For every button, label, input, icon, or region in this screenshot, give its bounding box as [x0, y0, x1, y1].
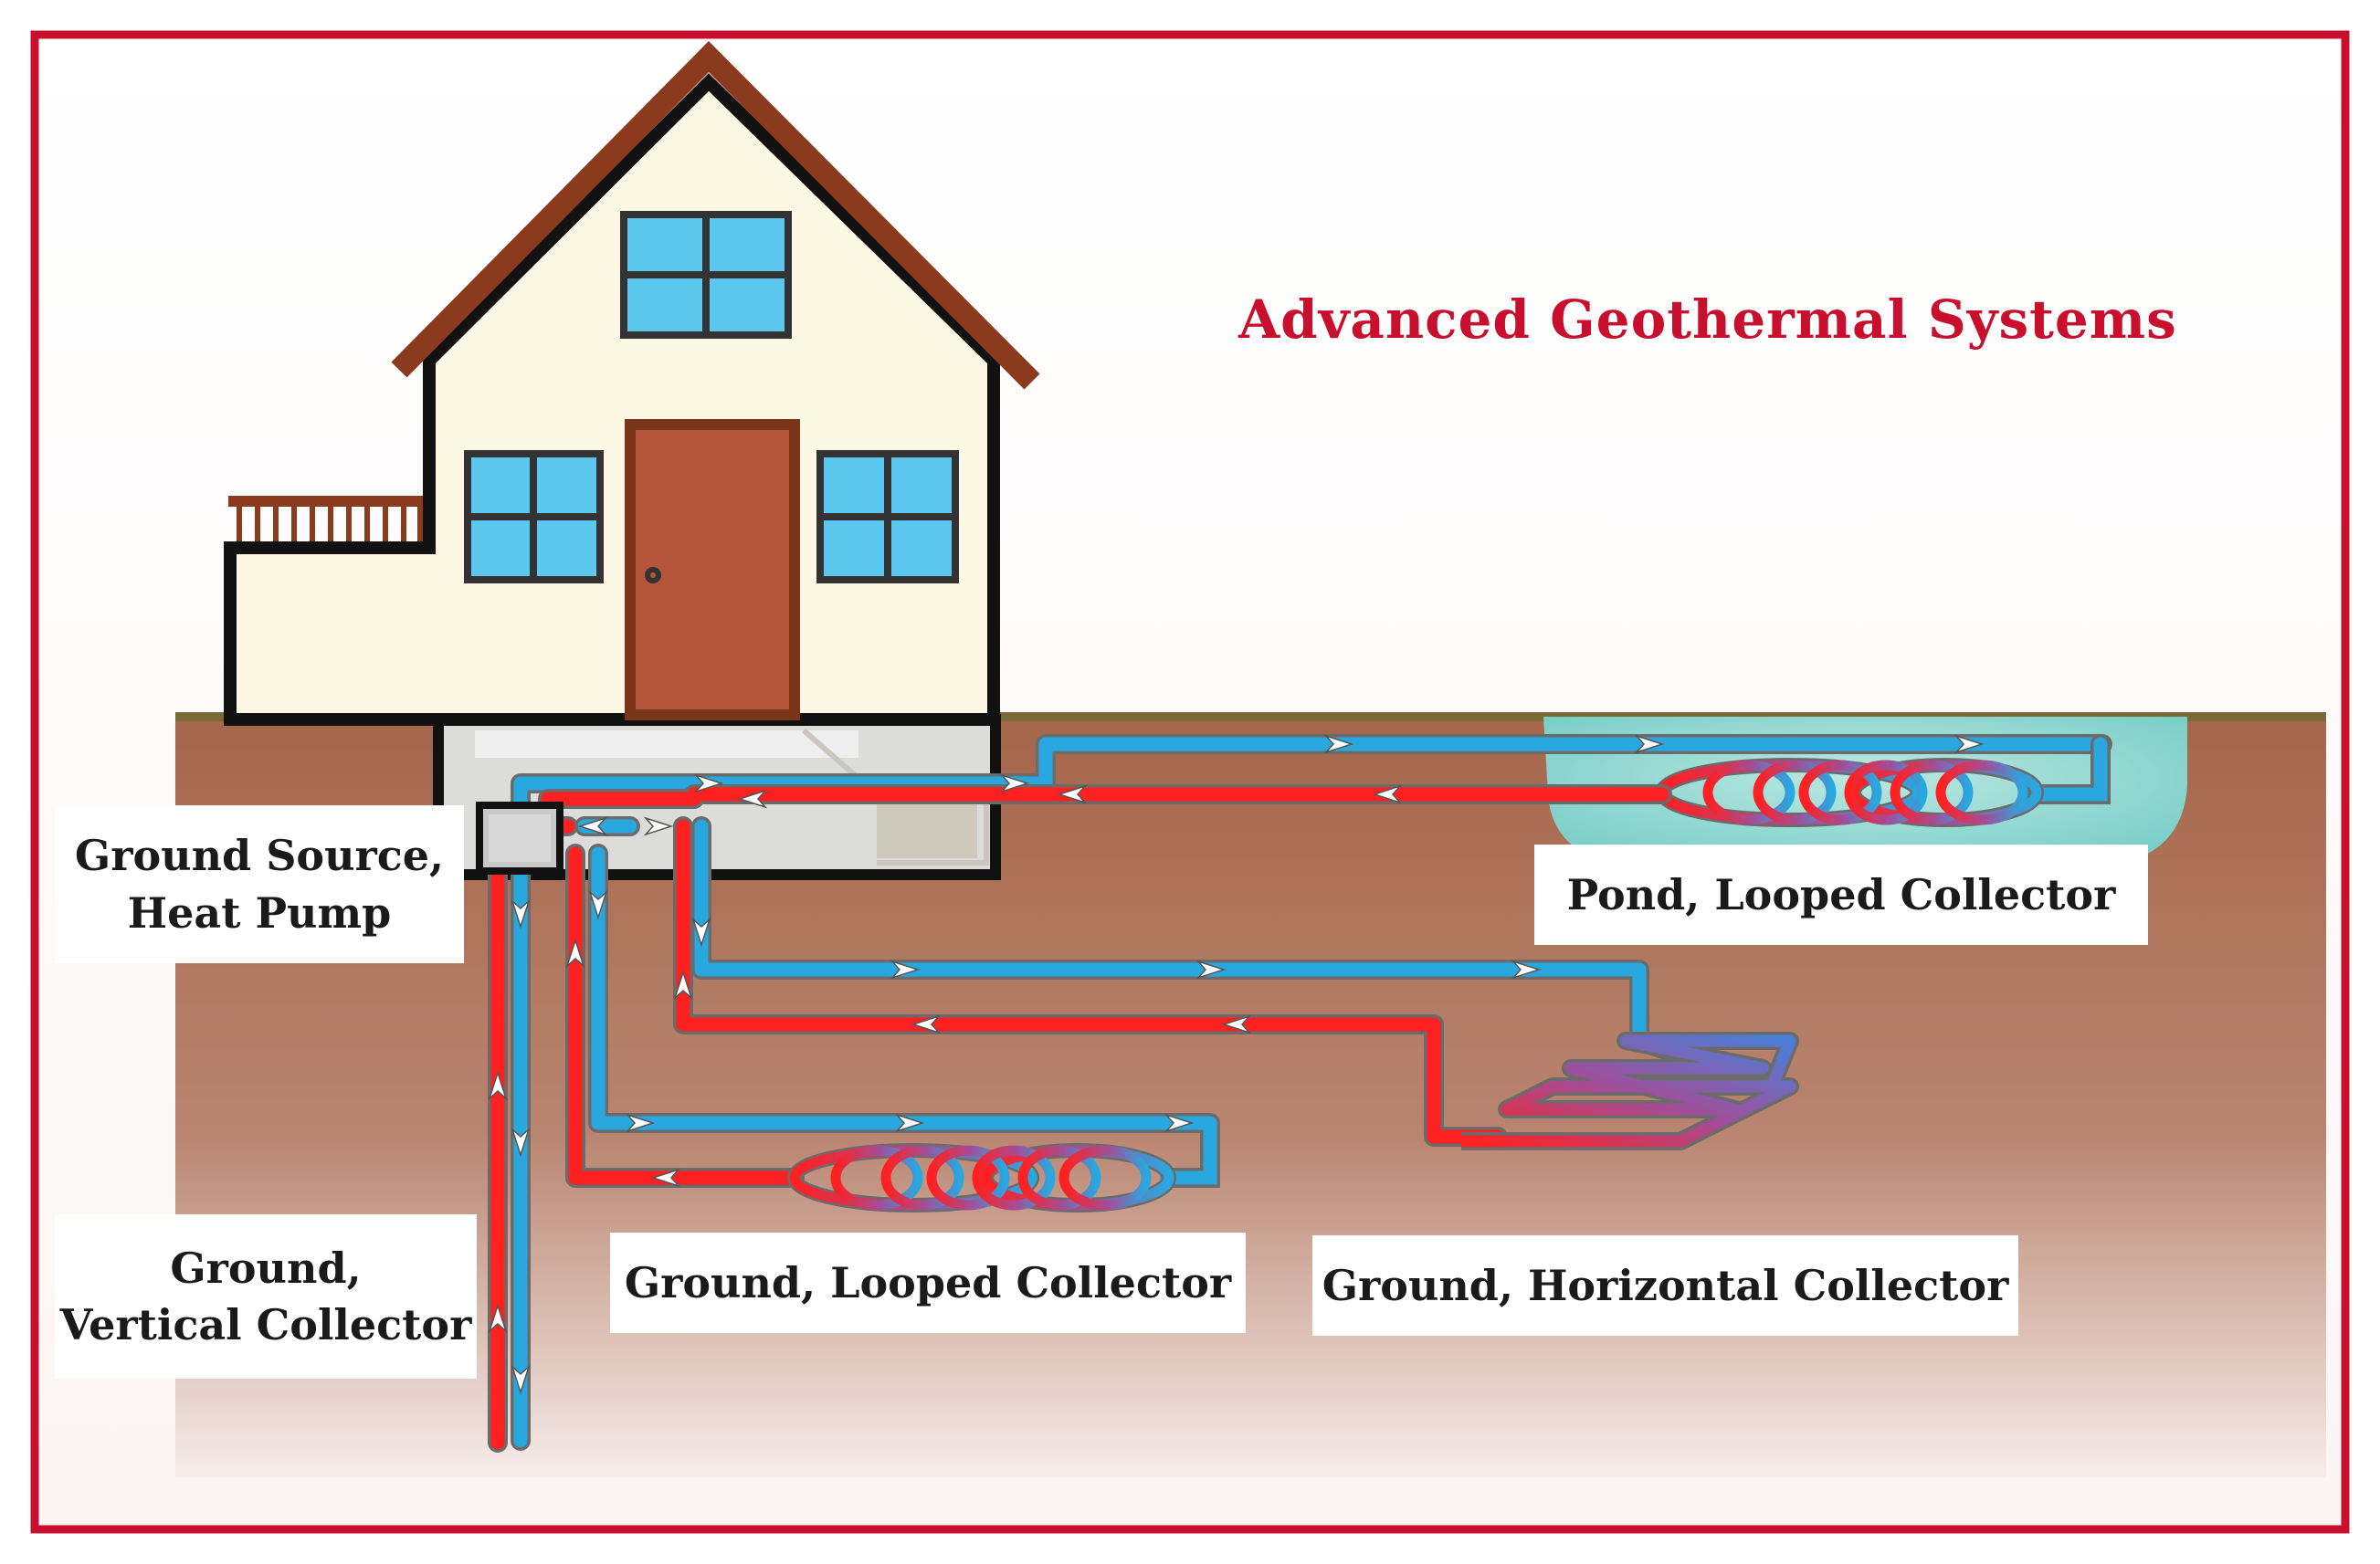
label-horizontal-text: Ground, Horizontal Collector — [1322, 1260, 2009, 1310]
heat-pump-icon — [476, 802, 563, 875]
label-heat-pump: Ground Source, Heat Pump — [55, 805, 464, 963]
pond-icon — [1543, 717, 2187, 867]
label-ground-looped-collector: Ground, Looped Collector — [610, 1233, 1246, 1333]
label-heat-pump-line1: Ground Source, — [74, 831, 445, 881]
diagram-title: Advanced Geothermal Systems — [1238, 289, 2177, 351]
ground-loop-coils — [787, 1143, 1220, 1212]
label-vertical-collector: Ground, Vertical Collector — [55, 1214, 477, 1379]
frame — [30, 30, 2350, 1534]
supply-pipes — [488, 784, 1672, 1453]
label-horizontal-collector: Ground, Horizontal Collector — [1312, 1235, 2018, 1336]
label-vertical-line1: Ground, — [170, 1243, 362, 1293]
label-pond-text: Pond, Looped Collector — [1566, 869, 2116, 919]
label-pond-collector: Pond, Looped Collector — [1534, 845, 2148, 945]
label-ground-looped-text: Ground, Looped Collector — [624, 1257, 1232, 1307]
label-vertical-line2: Vertical Collector — [59, 1300, 472, 1349]
house-icon — [224, 40, 1040, 726]
horizontal-collector — [1461, 1032, 1799, 1150]
label-heat-pump-line2: Heat Pump — [127, 887, 392, 938]
